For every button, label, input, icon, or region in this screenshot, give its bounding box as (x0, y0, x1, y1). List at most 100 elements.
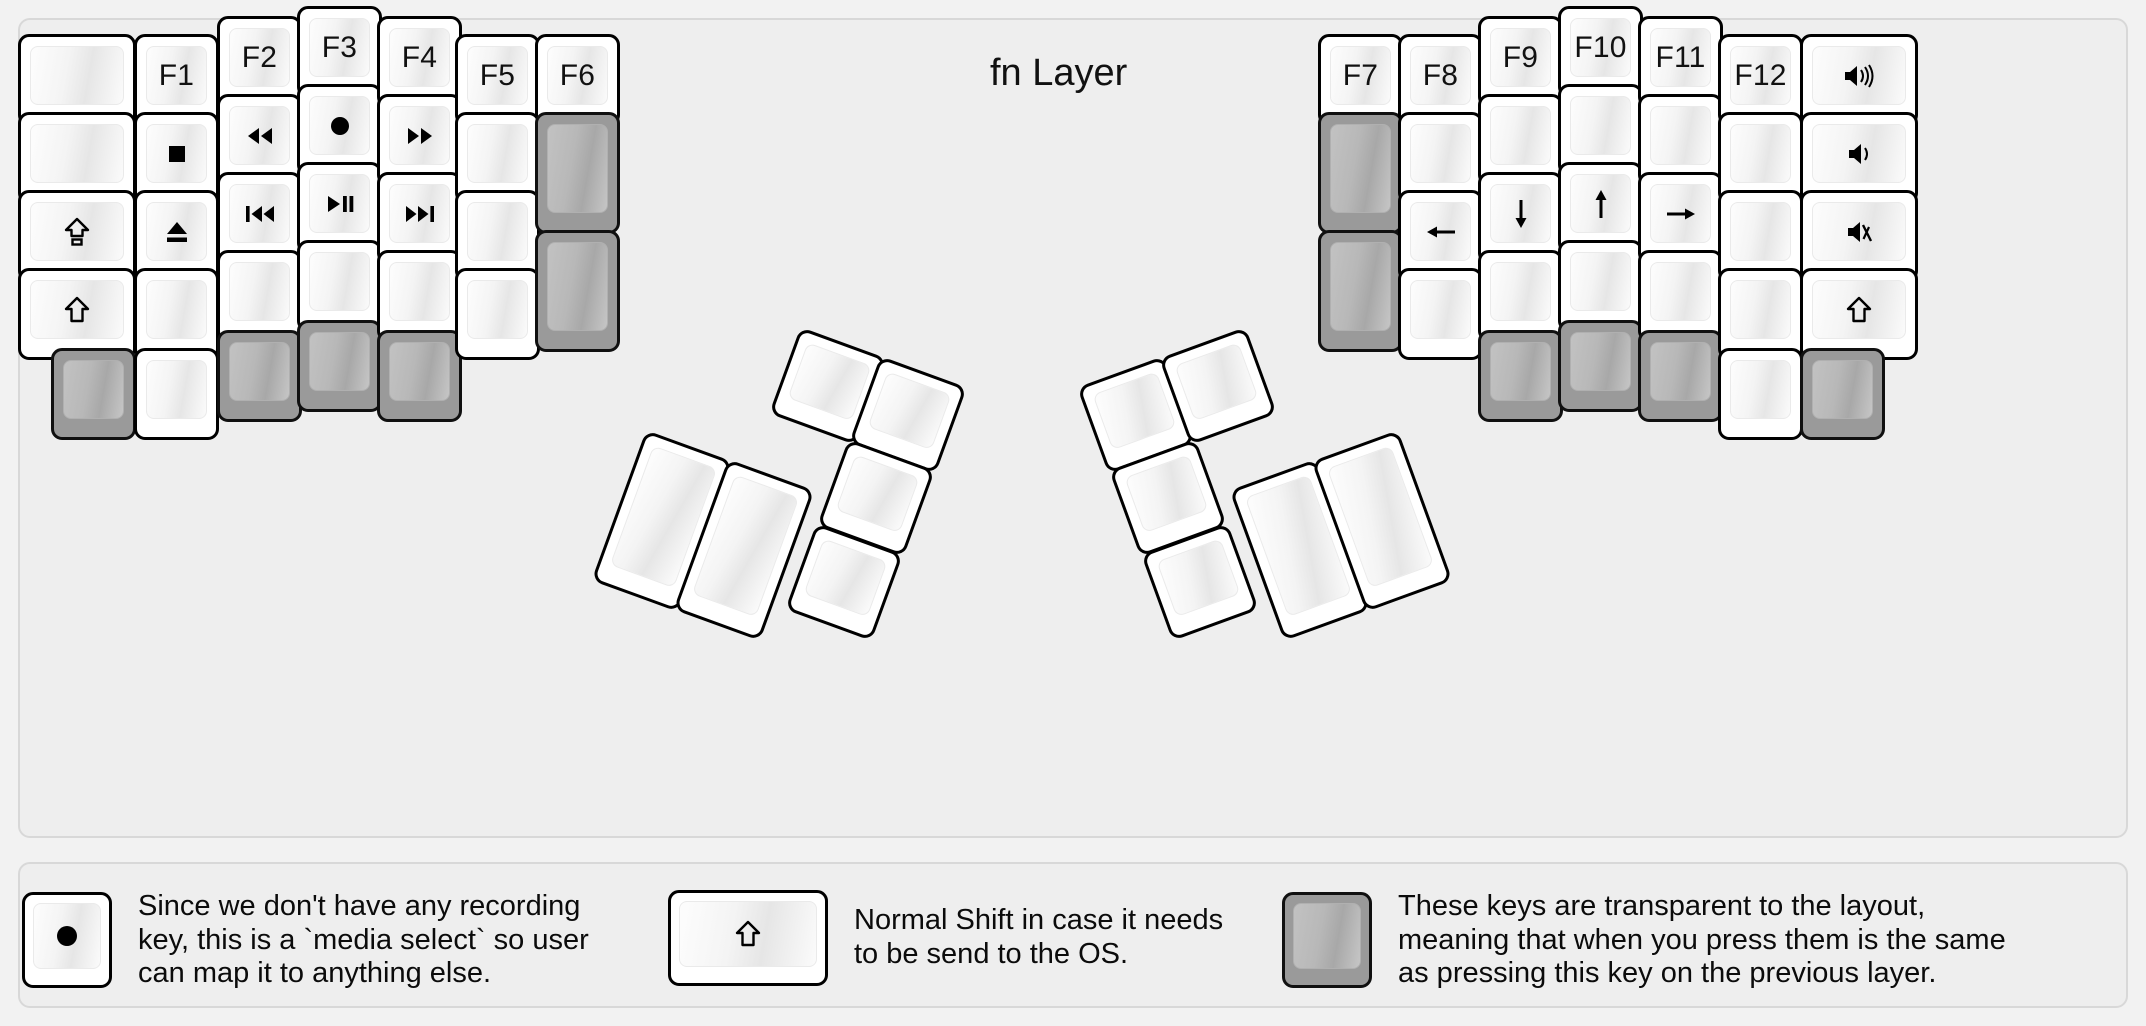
key-left-c4-r4[interactable] (297, 240, 382, 332)
key-left-c6-r3[interactable] (455, 190, 540, 282)
key-left-c1-r3-caps-lock[interactable] (18, 190, 136, 282)
key-right-f12[interactable]: F12 (1718, 34, 1803, 126)
keycap (1410, 280, 1471, 339)
media-eject-icon (164, 219, 190, 245)
key-right-c7-r1-volume-up[interactable] (1800, 34, 1918, 126)
key-right-c7-r2-volume-down[interactable] (1800, 112, 1918, 204)
keycap (1156, 538, 1241, 618)
key-right-c4-r5-transparent[interactable] (1558, 320, 1643, 412)
keycap (867, 371, 952, 451)
key-left-c2-r5[interactable] (134, 348, 219, 440)
key-right-c2-r2[interactable] (1398, 112, 1483, 204)
key-right-c5-r2[interactable] (1638, 94, 1723, 186)
key-left-c5-r4[interactable] (377, 250, 462, 342)
keycap (30, 202, 124, 261)
keycap (1410, 202, 1471, 261)
key-left-c2-r4[interactable] (134, 268, 219, 360)
key-left-f6[interactable]: F6 (535, 34, 620, 126)
media-fast-forward-icon (405, 126, 435, 146)
key-right-f8[interactable]: F8 (1398, 34, 1483, 126)
key-left-c7-r2-transparent[interactable] (535, 112, 620, 234)
keycap: F6 (547, 46, 608, 105)
keycap: F11 (1650, 28, 1711, 87)
key-left-c6-r4[interactable] (455, 268, 540, 360)
keycap (1174, 342, 1259, 422)
keycap (1570, 332, 1631, 391)
key-left-c1-r4-shift[interactable] (18, 268, 136, 360)
keycap: F10 (1570, 18, 1631, 77)
key-left-c5-r2-media-fast-forward[interactable] (377, 94, 462, 186)
legend-text-record: Since we don't have any recording key, t… (138, 890, 589, 990)
key-left-c3-r5-transparent[interactable] (217, 330, 302, 422)
key-left-c3-r2-media-rewind[interactable] (217, 94, 302, 186)
key-left-c3-r4[interactable] (217, 250, 302, 342)
key-right-c3-r2[interactable] (1478, 94, 1563, 186)
key-right-c4-r2[interactable] (1558, 84, 1643, 176)
arrow-right-icon (1664, 203, 1698, 225)
key-right-c4-r4[interactable] (1558, 240, 1643, 332)
key-left-c1-r1[interactable] (18, 34, 136, 126)
volume-up-icon (1842, 63, 1876, 89)
key-left-c4-r5-transparent[interactable] (297, 320, 382, 412)
key-right-c2-r4[interactable] (1398, 268, 1483, 360)
keycap (1730, 360, 1791, 419)
key-right-f7[interactable]: F7 (1318, 34, 1403, 126)
keycap: F9 (1490, 28, 1551, 87)
keycap: F8 (1410, 46, 1471, 105)
keycap (33, 903, 101, 970)
key-right-f10[interactable]: F10 (1558, 6, 1643, 98)
key-right-c5-r4[interactable] (1638, 250, 1723, 342)
legend-item-transparent: These keys are transparent to the layout… (1282, 890, 2006, 991)
key-left-c6-r2[interactable] (455, 112, 540, 204)
key-right-c6-r5[interactable] (1718, 348, 1803, 440)
key-right-c1-r3-transparent[interactable] (1318, 230, 1403, 352)
keycap (1490, 106, 1551, 165)
keycap (309, 96, 370, 155)
keycap (146, 360, 207, 419)
key-right-c7-r5-transparent[interactable] (1800, 348, 1885, 440)
key-right-c3-r4[interactable] (1478, 250, 1563, 342)
key-right-c3-r3-arrow-down[interactable] (1478, 172, 1563, 264)
key-right-c2-r3-arrow-left[interactable] (1398, 190, 1483, 282)
page-title: fn Layer (990, 52, 1128, 94)
key-left-c7-r3-transparent[interactable] (535, 230, 620, 352)
key-right-c4-r3-arrow-up[interactable] (1558, 162, 1643, 254)
key-left-c4-r3-media-play-pause[interactable] (297, 162, 382, 254)
key-right-c1-r2-transparent[interactable] (1318, 112, 1403, 234)
media-previous-icon (244, 204, 276, 224)
key-left-c3-r3-media-previous[interactable] (217, 172, 302, 264)
key-right-c6-r4[interactable] (1718, 268, 1803, 360)
key-left-c1-r5-transparent[interactable] (51, 348, 136, 440)
key-label: F12 (1734, 58, 1787, 92)
keycap (63, 360, 124, 419)
key-label: F5 (479, 58, 516, 92)
keycap (146, 124, 207, 183)
key-right-c5-r3-arrow-right[interactable] (1638, 172, 1723, 264)
key-right-c7-r4-shift[interactable] (1800, 268, 1918, 360)
keycap: F7 (1330, 46, 1391, 105)
key-left-c4-r2-media-record[interactable] (297, 84, 382, 176)
key-right-c5-r5-transparent[interactable] (1638, 330, 1723, 422)
keycap (1730, 124, 1791, 183)
keycap (146, 280, 207, 339)
key-left-f5[interactable]: F5 (455, 34, 540, 126)
key-left-c5-r3-media-next[interactable] (377, 172, 462, 264)
keycap (547, 242, 608, 331)
key-left-c5-r5-transparent[interactable] (377, 330, 462, 422)
keycap (389, 262, 450, 321)
keycap: F12 (1730, 46, 1791, 105)
legend-item-record: Since we don't have any recording key, t… (22, 890, 589, 991)
key-right-f9[interactable]: F9 (1478, 16, 1563, 108)
key-left-c2-r2-media-stop[interactable] (134, 112, 219, 204)
keycap (389, 106, 450, 165)
key-right-c7-r3-volume-mute[interactable] (1800, 190, 1918, 282)
key-right-c3-r5-transparent[interactable] (1478, 330, 1563, 422)
caps-lock-icon (64, 217, 90, 247)
keycap (467, 280, 528, 339)
media-record-icon (54, 923, 80, 949)
key-label: F11 (1655, 40, 1706, 74)
key-left-f1[interactable]: F1 (134, 34, 219, 126)
volume-down-icon (1846, 141, 1872, 167)
key-left-f2[interactable]: F2 (217, 16, 302, 108)
keycap (1650, 106, 1711, 165)
